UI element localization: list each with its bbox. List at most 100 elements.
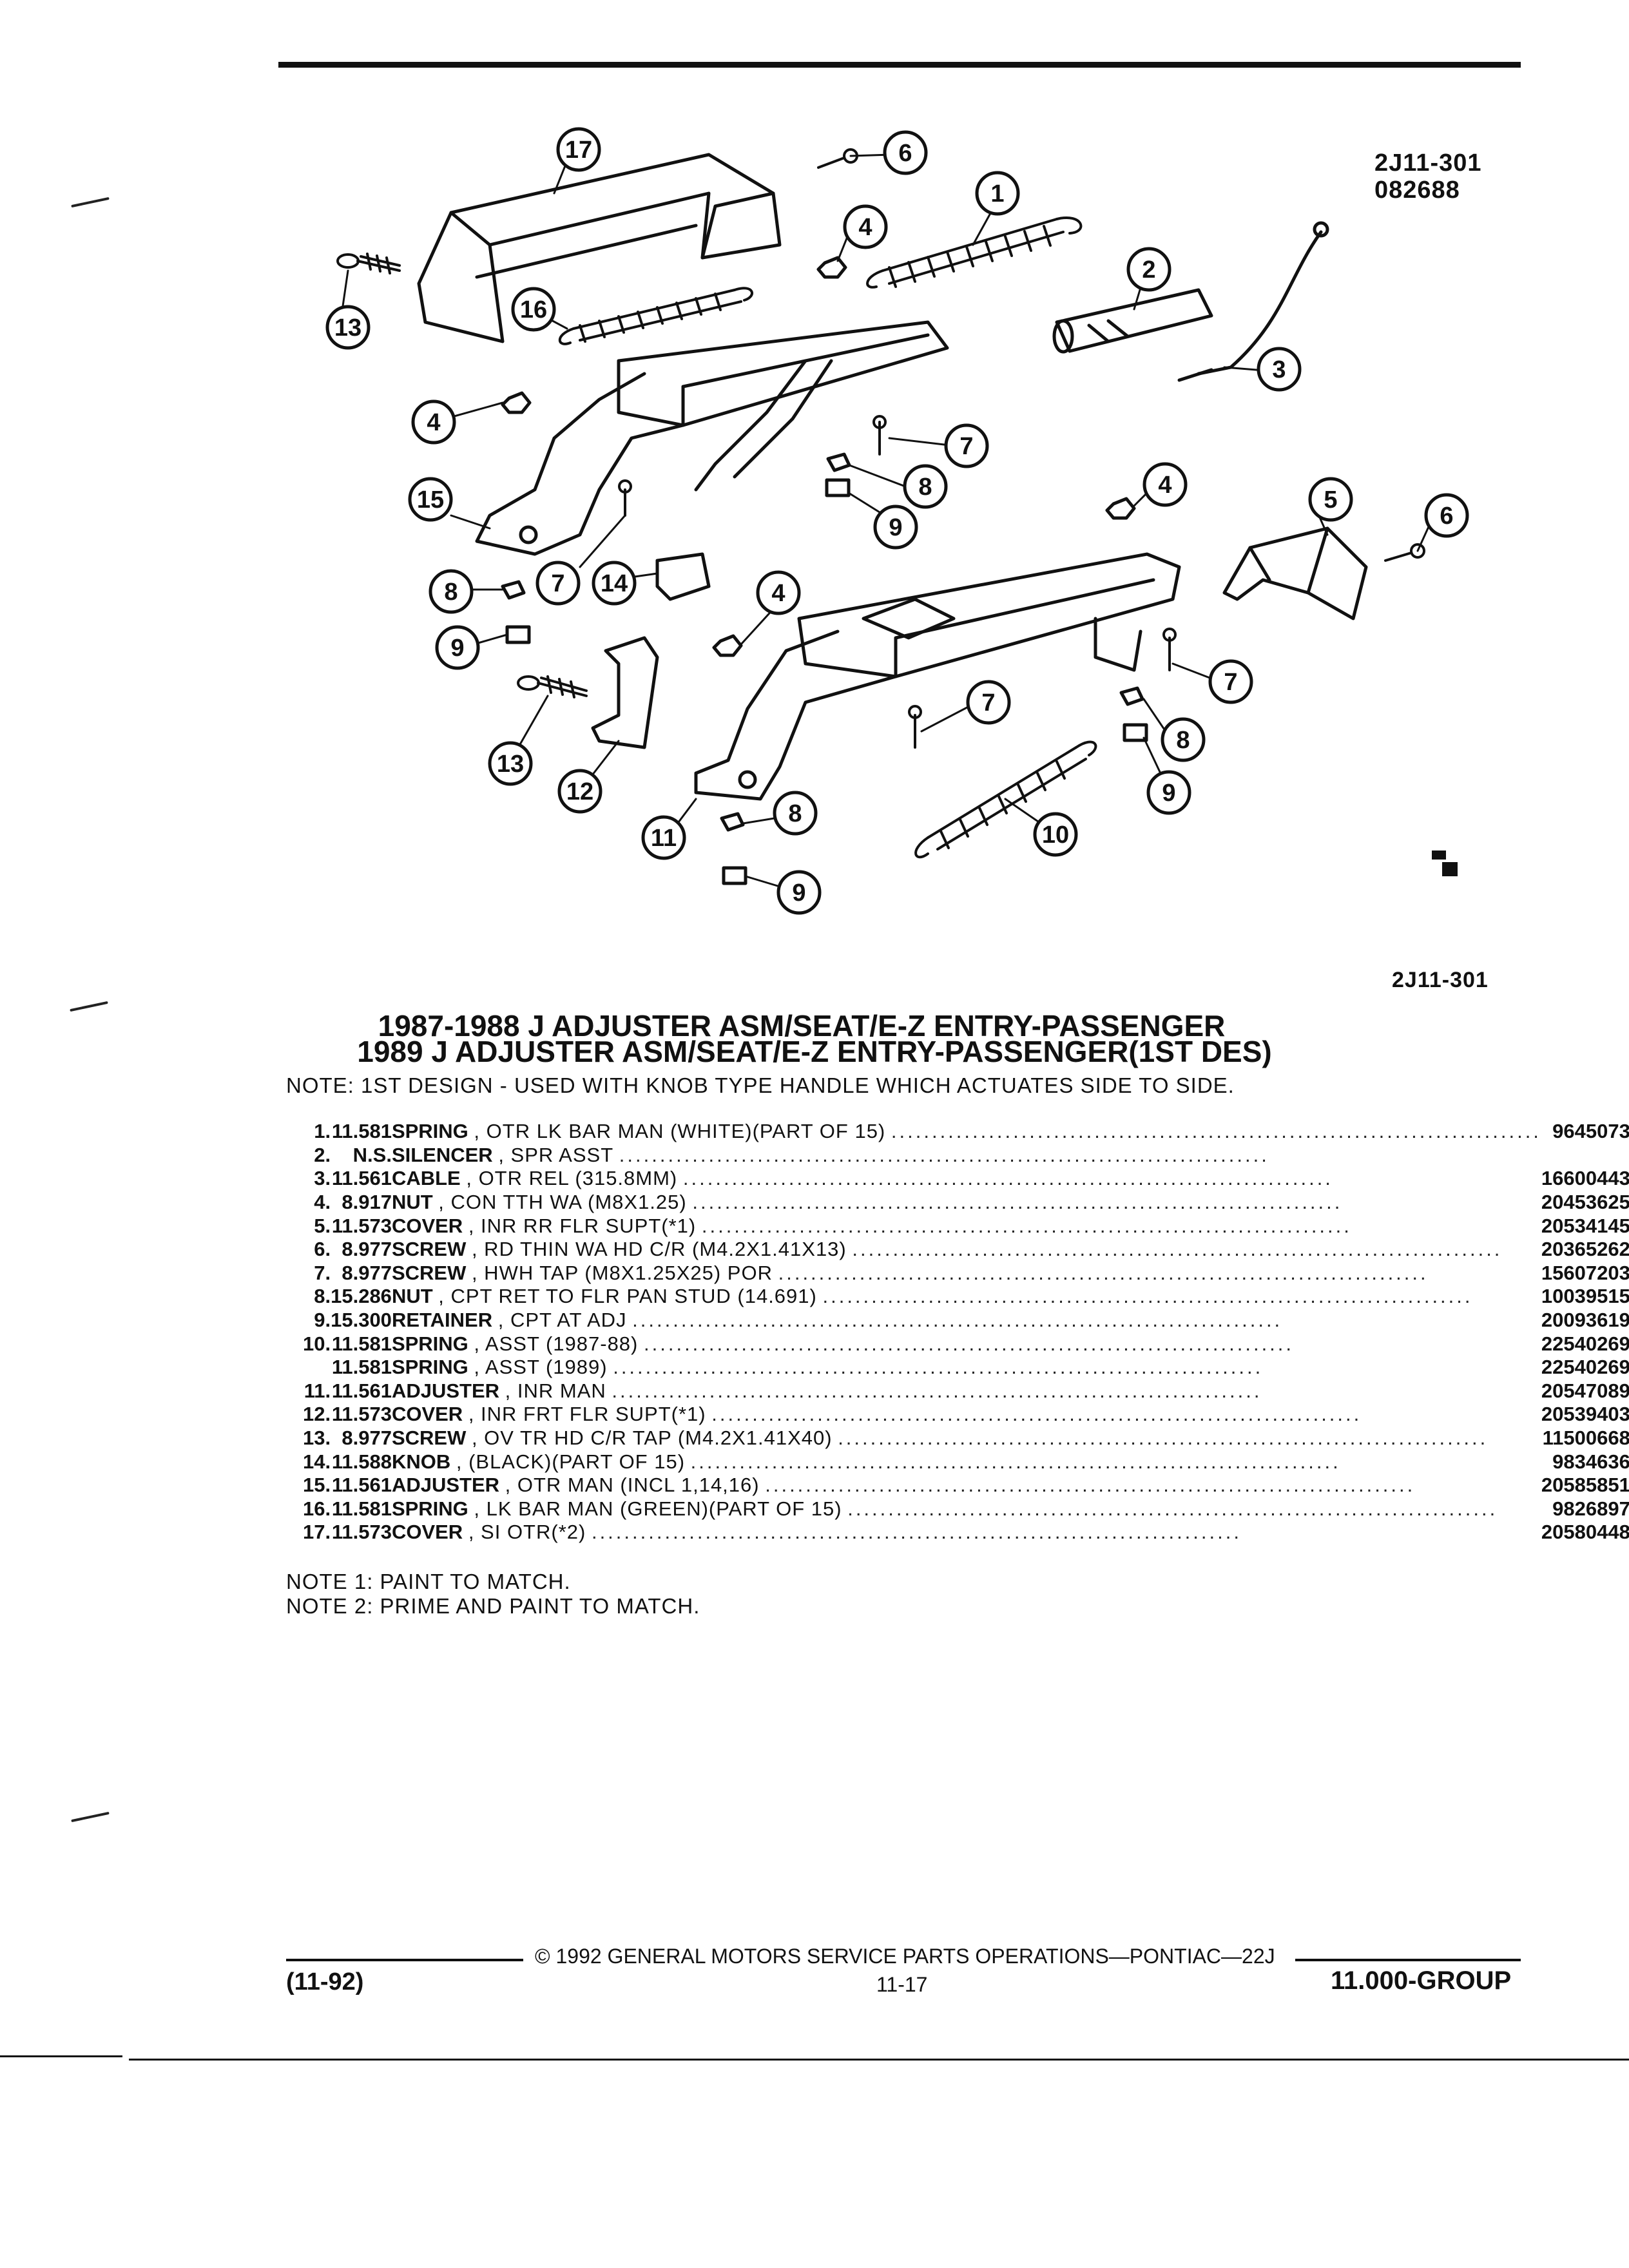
leader-dots: ........................................… (632, 1309, 1283, 1332)
spring-lock-bar-part (866, 216, 1083, 289)
callout-4: 4 (1158, 472, 1171, 499)
title-line-1: 1987-1988 J ADJUSTER ASM/SEAT/E-Z ENTRY-… (378, 1009, 1226, 1043)
callout-1: 1 (990, 180, 1004, 207)
callout-14: 14 (601, 570, 628, 597)
part-number: 9826897 (1552, 1497, 1629, 1520)
part-name: SPRING (391, 1356, 468, 1379)
part-description: COVER , INR FRT FLR SUPT(*1) ...........… (392, 1403, 1541, 1427)
part-spec: , ASST (1989) (474, 1356, 608, 1379)
part-spec: , SPR ASST (498, 1143, 614, 1166)
leader-dots: ........................................… (690, 1450, 1341, 1473)
part-description: SCREW , OV TR HD C/R TAP (M4.2X1.41X40) … (392, 1427, 1541, 1450)
callout-4: 4 (427, 409, 440, 436)
leader-dots: ........................................… (701, 1214, 1352, 1237)
group-code: 11.561 (331, 1167, 392, 1190)
item-number: 7. (314, 1261, 331, 1284)
callout-9: 9 (1162, 780, 1175, 807)
part-spec: , INR FRT FLR SUPT(*1) (468, 1403, 706, 1426)
part-description: RETAINER , CPT AT ADJ ..................… (392, 1309, 1541, 1332)
group-code: 15.300 (331, 1309, 392, 1332)
scan-line-right (129, 2059, 1629, 2061)
item-number: 10. (303, 1332, 331, 1355)
leader-dots: ........................................… (847, 1497, 1498, 1520)
cover-side-outer-part (417, 153, 782, 343)
group-code: 11.573 (331, 1214, 392, 1237)
callout-6: 6 (1440, 503, 1453, 530)
title-line-2: 1989 J ADJUSTER ASM/SEAT/E-Z ENTRY-PASSE… (357, 1035, 1272, 1068)
item-number: 2. (314, 1143, 331, 1166)
callout-15: 15 (417, 486, 444, 514)
item-number: 6. (314, 1238, 331, 1261)
note-2: NOTE 2: PRIME AND PAINT TO MATCH. (286, 1594, 700, 1618)
gm-logo-mark (1432, 850, 1458, 876)
callout-6: 6 (898, 140, 912, 167)
callout-8: 8 (444, 579, 458, 606)
callout-9: 9 (792, 879, 805, 907)
part-name: COVER (391, 1403, 463, 1426)
part-name: ADJUSTER (391, 1474, 500, 1497)
nut-carpet-retainer-part (501, 452, 1144, 832)
scan-mark (70, 1001, 108, 1012)
part-spec: , LK BAR MAN (GREEN)(PART OF 15) (474, 1497, 842, 1520)
footer-date-code: (11-92) (286, 1968, 364, 1995)
callout-4: 4 (858, 214, 872, 241)
part-spec: , RD THIN WA HD C/R (M4.2X1.41X13) (471, 1238, 847, 1261)
part-description: ADJUSTER , INR MAN .....................… (392, 1379, 1541, 1403)
part-name: SPRING (391, 1120, 468, 1143)
part-description: KNOB , (BLACK)(PART OF 15) .............… (392, 1450, 1541, 1474)
leader-dots: ........................................… (765, 1474, 1416, 1497)
part-name: COVER (391, 1521, 463, 1544)
part-spec: , CPT AT ADJ (497, 1309, 627, 1332)
footer-rule-left (286, 1959, 523, 1961)
part-description: SPRING , ASST (1989) ...................… (392, 1356, 1541, 1379)
item-number: 3. (314, 1167, 331, 1190)
footer-group: 11.000-GROUP (1331, 1966, 1512, 1995)
part-name: SCREW (391, 1261, 467, 1284)
screw-round-thin-part (817, 148, 1425, 562)
table-row: 2.N.S.SILENCER , SPR ASST ..............… (303, 1144, 1629, 1168)
part-spec: , INR MAN (505, 1379, 606, 1402)
group-code: 8.977 (342, 1238, 392, 1261)
part-description: ADJUSTER , OTR MAN (INCL 1,14,16) ......… (392, 1474, 1541, 1497)
leader-dots: ........................................… (891, 1120, 1541, 1143)
part-name: SPRING (391, 1332, 468, 1355)
screw-oval-truss-part (336, 253, 588, 698)
part-number: 22540269 (1541, 1356, 1629, 1379)
callout-13: 13 (334, 314, 361, 341)
part-spec: , OV TR HD C/R TAP (M4.2X1.41X40) (471, 1427, 833, 1450)
leader-dots: ........................................… (778, 1261, 1429, 1284)
leader-dots: ........................................… (838, 1427, 1489, 1450)
callout-16: 16 (520, 296, 547, 323)
group-code: 11.573 (331, 1521, 392, 1544)
callout-8: 8 (918, 474, 932, 501)
callout-7: 7 (1224, 669, 1237, 696)
leader-dots: ........................................… (644, 1332, 1295, 1355)
part-description: SILENCER , SPR ASST ....................… (392, 1144, 1541, 1168)
part-name: SILENCER (391, 1143, 493, 1166)
group-code: 11.581 (331, 1120, 392, 1143)
callout-10: 10 (1042, 822, 1069, 849)
part-spec: , OTR LK BAR MAN (WHITE)(PART OF 15) (474, 1120, 886, 1143)
part-number: 22540269 (1541, 1332, 1629, 1355)
item-number: 4. (314, 1191, 331, 1214)
leader-dots: ........................................… (619, 1143, 1269, 1166)
callout-17: 17 (565, 137, 592, 164)
part-spec: , OTR REL (315.8MM) (466, 1167, 678, 1190)
part-number: 20093619 (1541, 1309, 1629, 1332)
leader-dots: ........................................… (692, 1191, 1343, 1214)
group-code: 11.581 (331, 1356, 392, 1379)
part-number: 16600443 (1541, 1167, 1629, 1190)
part-number (1541, 1144, 1629, 1168)
callout-12: 12 (566, 778, 593, 805)
knob-part (655, 552, 711, 601)
part-description: SCREW , RD THIN WA HD C/R (M4.2X1.41X13)… (392, 1238, 1541, 1262)
